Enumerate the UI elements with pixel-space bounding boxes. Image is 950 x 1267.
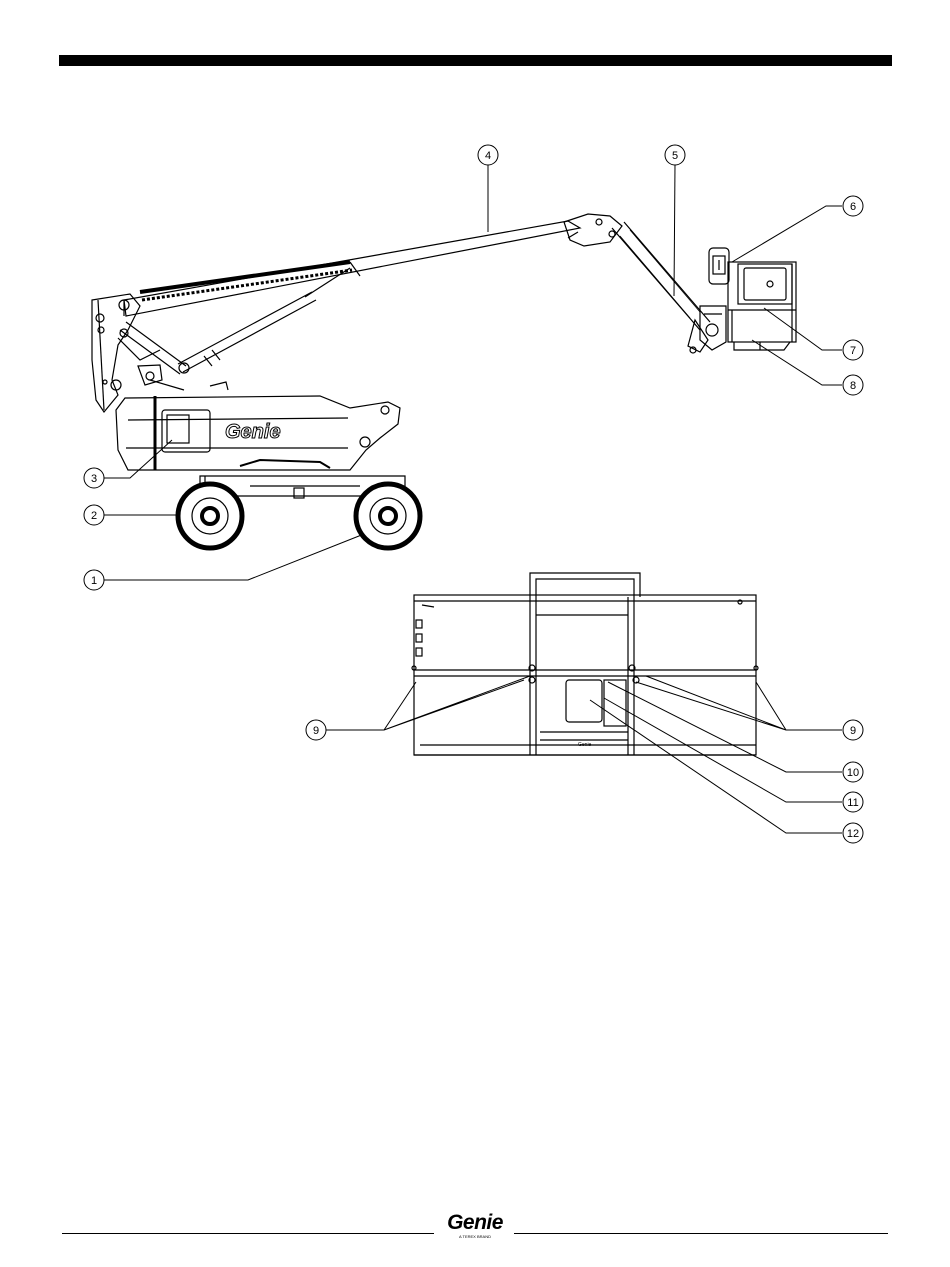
footer-rule-right [514,1233,888,1234]
callout-10: 10 [847,767,859,779]
footer-rule-left [62,1233,434,1234]
callout-9-left: 9 [313,725,319,737]
callout-7: 7 [850,345,856,357]
callout-1: 1 [91,575,97,587]
callout-3: 3 [91,473,97,485]
callout-4: 4 [485,150,491,162]
footer-brand: Genie [440,1212,510,1234]
callout-12: 12 [847,828,859,840]
callout-9-right: 9 [850,725,856,737]
callout-8: 8 [850,380,856,392]
callout-5: 5 [672,150,678,162]
machine-side-view: Genie [92,214,796,548]
footer-tagline: A TEREX BRAND [440,1234,510,1239]
callout-11: 11 [847,797,858,809]
platform-logo: Genie [578,742,592,748]
machine-logo: Genie [225,421,281,443]
callout-2: 2 [91,510,97,522]
footer-logo: Genie A TEREX BRAND [440,1212,510,1242]
platform-front-view: Genie [412,573,758,755]
callout-6: 6 [850,201,856,213]
